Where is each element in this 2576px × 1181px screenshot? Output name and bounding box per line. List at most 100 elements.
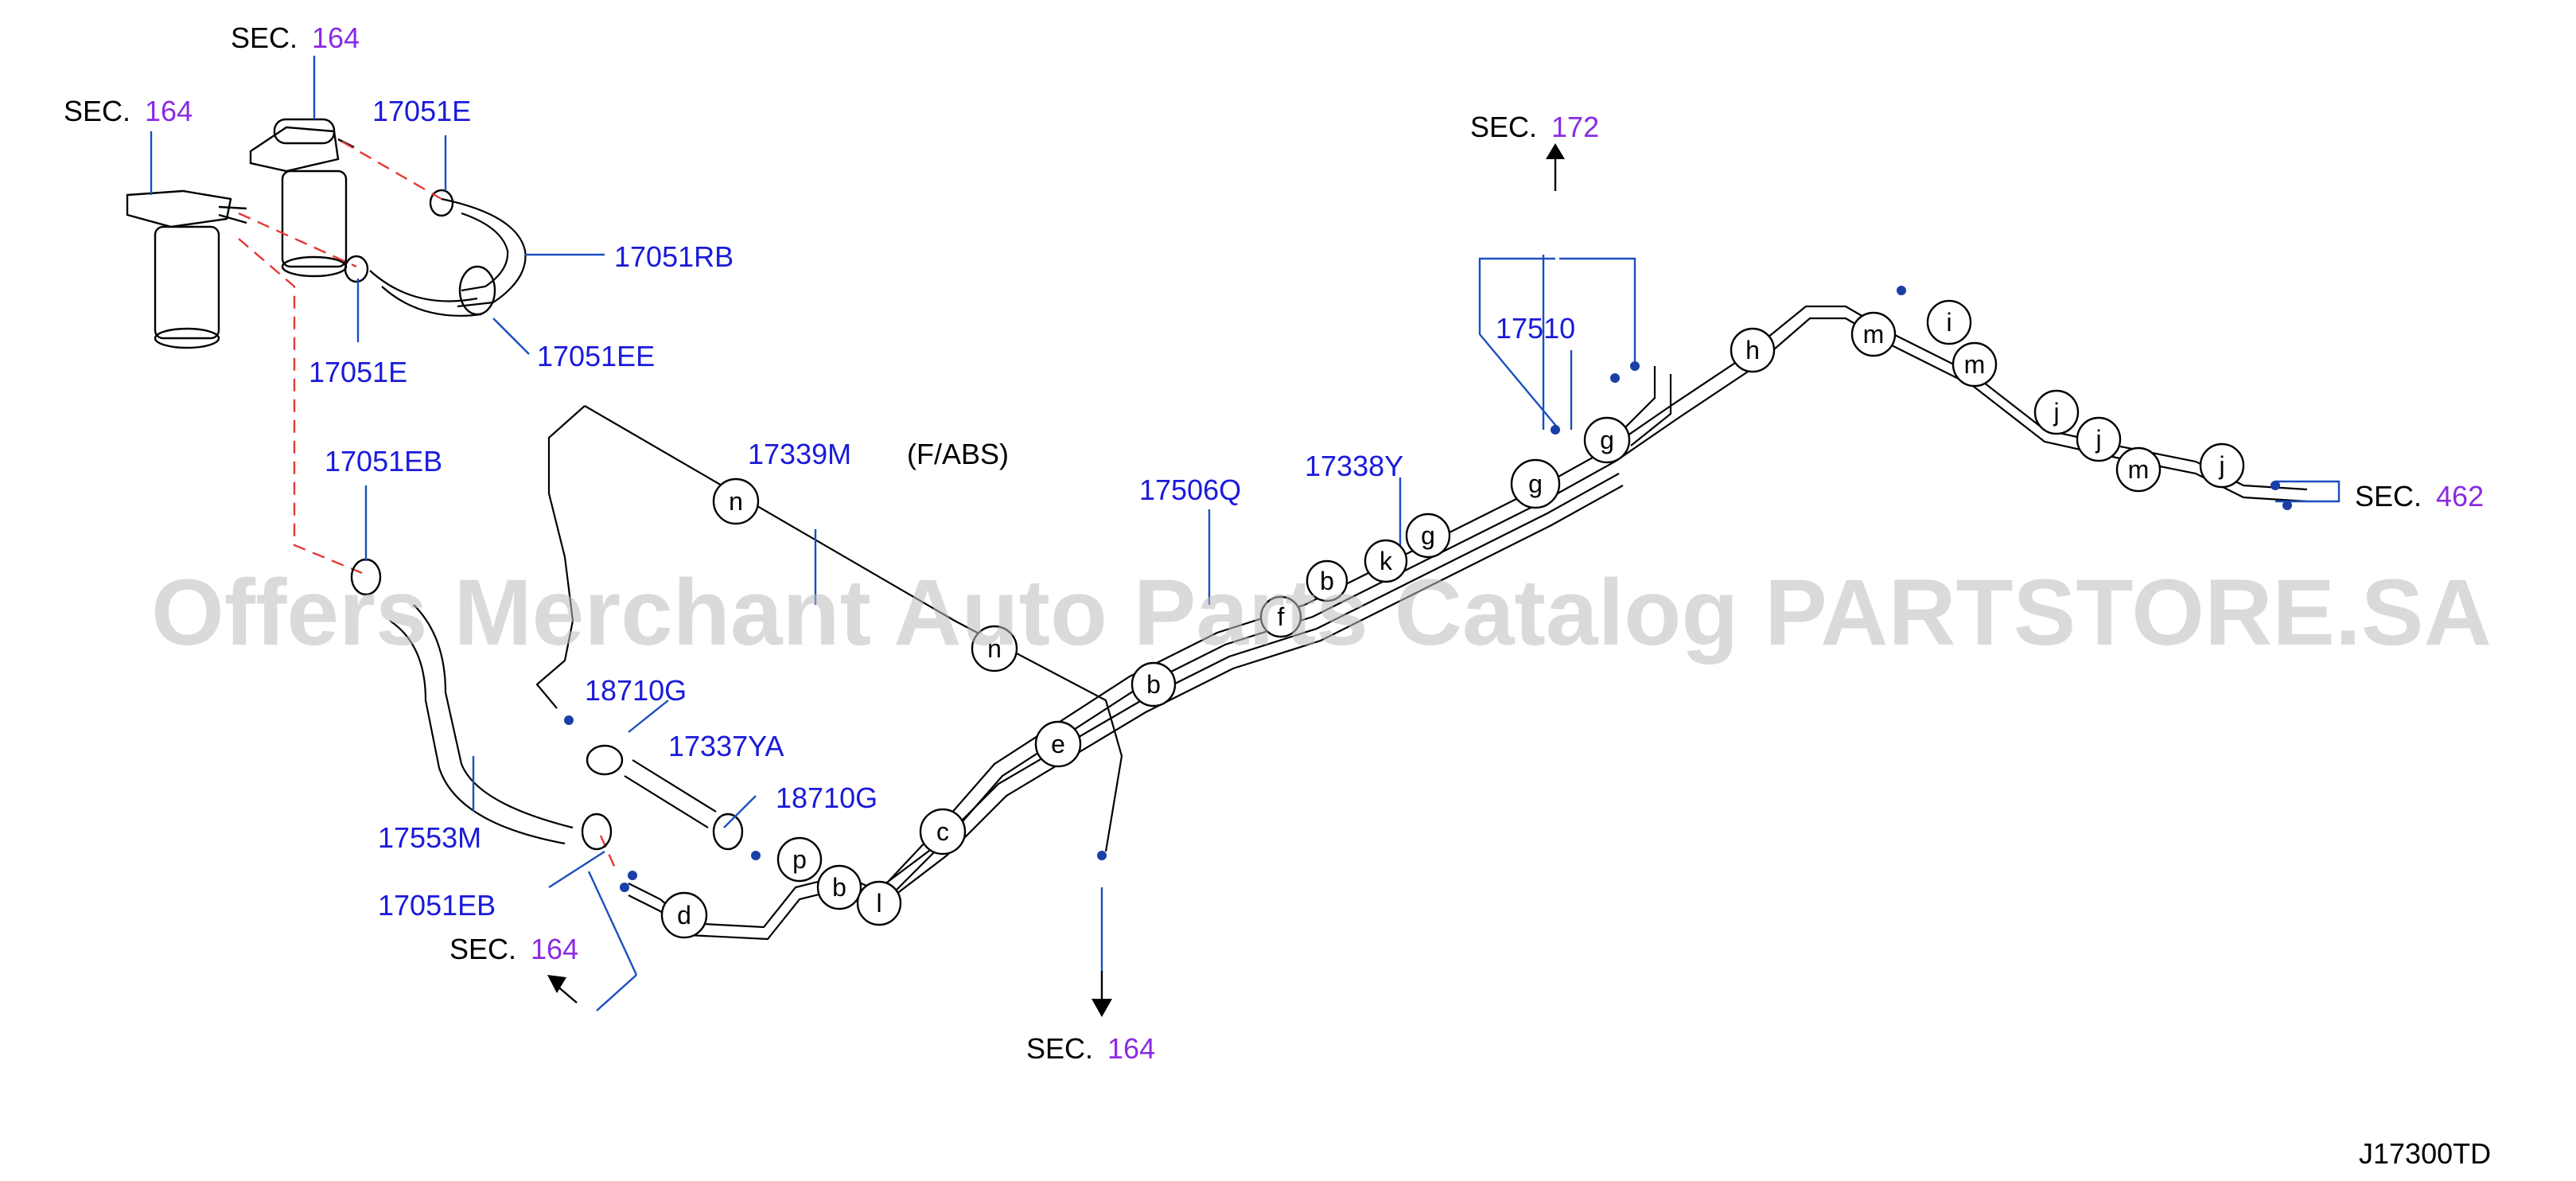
callout-letter: e — [1051, 730, 1065, 758]
callout-m[interactable]: m — [2115, 446, 2162, 493]
callout-circle — [1034, 720, 1082, 768]
callout-letter: g — [1528, 470, 1543, 498]
part-18710g-top[interactable]: 18710G — [585, 674, 687, 707]
callout-j[interactable]: j — [2033, 389, 2080, 435]
part-17337ya[interactable]: 17337YA — [668, 730, 784, 762]
callout-circle — [712, 477, 760, 525]
part-17051rb[interactable]: 17051RB — [614, 240, 733, 273]
callout-g[interactable]: g — [1510, 458, 1561, 509]
callout-letter: b — [1146, 670, 1161, 699]
hose-17051rb[interactable] — [441, 197, 527, 308]
callout-circle — [1405, 513, 1451, 559]
callout-k[interactable]: k — [1364, 539, 1408, 583]
fuel-filter-right[interactable] — [249, 118, 355, 278]
clamp-17051e-top[interactable] — [429, 189, 454, 217]
callout-letter: h — [1745, 336, 1760, 364]
leader-lines — [150, 56, 2341, 1011]
callout-letter: k — [1379, 547, 1393, 575]
callout-circle — [1510, 458, 1561, 509]
callout-h[interactable]: h — [1730, 327, 1776, 373]
callout-letter: l — [876, 889, 881, 918]
callout-j[interactable]: j — [2199, 442, 2245, 489]
part-17506q[interactable]: 17506Q — [1139, 474, 1241, 506]
terminal-dots — [564, 286, 2292, 892]
part-18710g-bottom[interactable]: 18710G — [776, 781, 877, 814]
part-17510[interactable]: 17510 — [1496, 312, 1575, 345]
dashed-line-filter-clamp-2 — [238, 212, 357, 268]
callout-letter: j — [2095, 425, 2101, 454]
callout-e[interactable]: e — [1034, 720, 1082, 768]
callout-letter: n — [987, 634, 1002, 663]
callout-letter: m — [1863, 320, 1885, 349]
watermark: Offers Merchant Auto Parts Catalog PARTS… — [151, 560, 2492, 665]
sec-label-bottom-left[interactable]: SEC.164 — [449, 933, 578, 965]
callout-letter: m — [2128, 455, 2150, 484]
callout-circle — [2199, 442, 2245, 489]
sec-label-left[interactable]: SEC.164 — [64, 95, 193, 127]
callout-letter: b — [832, 873, 846, 902]
callout-letter: g — [1421, 521, 1435, 550]
callout-i[interactable]: i — [1926, 299, 1972, 345]
callout-l[interactable]: l — [856, 880, 902, 926]
callout-n[interactable]: n — [712, 477, 760, 525]
callout-letter: j — [2053, 398, 2059, 427]
part-17051eb-bottom[interactable]: 17051EB — [378, 889, 496, 922]
callout-circle — [1306, 559, 1348, 602]
callout-circle — [2115, 446, 2162, 493]
callout-b[interactable]: b — [1306, 559, 1348, 602]
arrow-down-icon — [1091, 971, 1112, 1017]
sec-label-top[interactable]: SEC.164 — [231, 21, 360, 54]
callout-circle — [1364, 539, 1408, 583]
part-17339m[interactable]: 17339M — [748, 438, 851, 470]
callout-circle — [919, 808, 967, 856]
dashed-line-eb-bottom — [599, 835, 618, 872]
callout-n[interactable]: n — [971, 625, 1018, 672]
callout-letter: d — [677, 901, 691, 930]
callout-letter: j — [2218, 451, 2224, 480]
dashed-line-filter-clamp — [341, 140, 442, 201]
callout-letter: f — [1278, 602, 1285, 631]
callout-j[interactable]: j — [2076, 416, 2122, 462]
part-17051ee[interactable]: 17051EE — [537, 340, 655, 372]
callout-circle — [856, 880, 902, 926]
callout-g[interactable]: g — [1583, 416, 1631, 464]
part-17553m[interactable]: 17553M — [378, 821, 481, 854]
callout-letter: c — [936, 817, 949, 846]
arrow-upleft-icon — [547, 975, 578, 1004]
sec-label-172[interactable]: SEC.172 — [1470, 111, 1599, 143]
hose-17337ya[interactable] — [586, 744, 744, 851]
callout-p[interactable]: p — [776, 836, 823, 883]
sec-label-462[interactable]: SEC.462 — [2355, 480, 2484, 513]
callout-circle — [2076, 416, 2122, 462]
callout-letter: m — [1964, 350, 1986, 379]
callout-circle — [1850, 311, 1897, 357]
hose-17553m[interactable] — [350, 558, 613, 851]
callout-letter: p — [792, 845, 807, 874]
part-17051e-top[interactable]: 17051E — [372, 95, 471, 127]
part-17051e-bottom[interactable]: 17051E — [309, 356, 407, 388]
callout-b[interactable]: b — [1130, 661, 1177, 707]
callout-circle — [776, 836, 823, 883]
part-17051eb-top[interactable]: 17051EB — [325, 445, 442, 477]
callout-circle — [660, 891, 708, 939]
callout-f[interactable]: f — [1259, 595, 1302, 638]
callout-circle — [1951, 341, 1998, 388]
fuel-filter-left[interactable] — [126, 189, 247, 349]
callout-d[interactable]: d — [660, 891, 708, 939]
callout-g[interactable]: g — [1405, 513, 1451, 559]
part-17338y[interactable]: 17338Y — [1305, 450, 1403, 482]
hose-17051ee[interactable] — [369, 265, 496, 317]
callout-circle — [2033, 389, 2080, 435]
callout-c[interactable]: c — [919, 808, 967, 856]
sec-label-bottom[interactable]: SEC.164 — [1026, 1032, 1155, 1065]
clamp-17051e-bottom[interactable] — [344, 255, 369, 283]
callout-circle — [1259, 595, 1302, 638]
callout-m[interactable]: m — [1951, 341, 1998, 388]
dashed-line-to-eb — [238, 238, 363, 575]
callout-circle — [816, 864, 862, 910]
callout-m[interactable]: m — [1850, 311, 1897, 357]
callout-b[interactable]: b — [816, 864, 862, 910]
callout-circle — [1130, 661, 1177, 707]
